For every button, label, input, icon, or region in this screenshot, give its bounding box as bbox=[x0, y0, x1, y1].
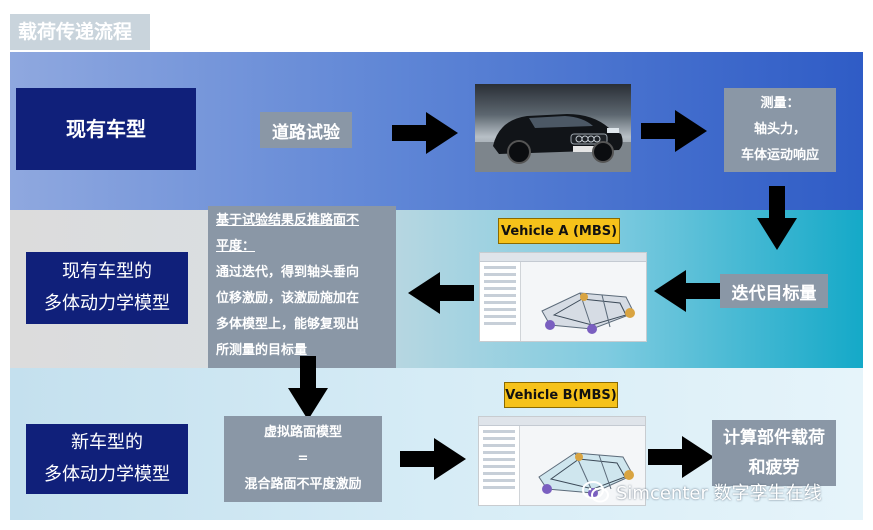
watermark: Simcenter 数字孪生在线 bbox=[582, 478, 862, 506]
down-arrow-icon bbox=[288, 356, 328, 420]
new-mbs-line-2: 多体动力学模型 bbox=[44, 464, 170, 485]
description-line-4: 位移激励，该激励施加在 bbox=[216, 291, 360, 306]
right-arrow-icon bbox=[648, 436, 714, 478]
wechat-icon bbox=[582, 481, 609, 503]
right-arrow-icon bbox=[392, 112, 458, 154]
road-test-label: 道路试验 bbox=[272, 122, 340, 143]
existing-mbs-model-box: 现有车型的 多体动力学模型 bbox=[26, 252, 188, 324]
description-line-2: 平度： bbox=[216, 239, 256, 254]
mbs-screenshot bbox=[478, 416, 646, 506]
car-photo bbox=[475, 84, 631, 172]
new-mbs-model-box: 新车型的 多体动力学模型 bbox=[26, 424, 188, 494]
right-arrow-icon bbox=[400, 438, 466, 480]
existing-vehicle-label: 现有车型 bbox=[66, 117, 146, 141]
down-arrow-icon bbox=[757, 186, 797, 250]
description-line-6: 所测量的目标量 bbox=[216, 343, 308, 358]
measurement-box: 测量： 轴头力， 车体运动响应 bbox=[724, 88, 836, 172]
virtual-road-line-1: 虚拟路面模型 bbox=[263, 425, 342, 440]
watermark-text: Simcenter 数字孪生在线 bbox=[616, 483, 822, 504]
existing-mbs-line-1: 现有车型的 bbox=[62, 261, 152, 282]
component-load-fatigue-box: 计算部件载荷 和疲劳 bbox=[712, 420, 836, 486]
inverse-road-description: 基于试验结果反推路面不 平度： 通过迭代，得到轴头垂向 位移激励，该激励施加在 … bbox=[208, 206, 396, 368]
right-arrow-icon bbox=[641, 110, 707, 152]
left-arrow-icon bbox=[408, 272, 474, 314]
description-line-3: 通过迭代，得到轴头垂向 bbox=[216, 265, 360, 280]
measurement-line-2: 轴头力， bbox=[753, 122, 806, 137]
measurement-line-1: 测量： bbox=[760, 96, 800, 111]
iteration-target-box: 迭代目标量 bbox=[720, 274, 828, 308]
existing-mbs-line-2: 多体动力学模型 bbox=[44, 293, 170, 314]
left-arrow-icon bbox=[654, 270, 720, 312]
virtual-road-line-3: 混合路面不平度激励 bbox=[244, 477, 362, 492]
result-line-1: 计算部件载荷 bbox=[723, 428, 825, 448]
vehicle-b-label: Vehicle B(MBS) bbox=[504, 382, 618, 408]
road-test-box: 道路试验 bbox=[260, 112, 352, 148]
page-title: 载荷传递流程 bbox=[10, 14, 150, 50]
description-line-1: 基于试验结果反推路面不 bbox=[216, 213, 360, 228]
vehicle-a-label: Vehicle A (MBS) bbox=[498, 218, 620, 244]
description-line-5: 多体模型上，能够复现出 bbox=[216, 317, 360, 332]
new-mbs-line-1: 新车型的 bbox=[71, 432, 143, 453]
virtual-road-box: 虚拟路面模型 = 混合路面不平度激励 bbox=[224, 416, 382, 502]
result-line-2: 和疲劳 bbox=[748, 458, 800, 478]
mbs-screenshot bbox=[479, 252, 647, 342]
existing-vehicle-box: 现有车型 bbox=[16, 88, 196, 170]
iteration-target-label: 迭代目标量 bbox=[731, 283, 817, 304]
virtual-road-line-2: = bbox=[297, 451, 309, 466]
measurement-line-3: 车体运动响应 bbox=[740, 148, 819, 163]
